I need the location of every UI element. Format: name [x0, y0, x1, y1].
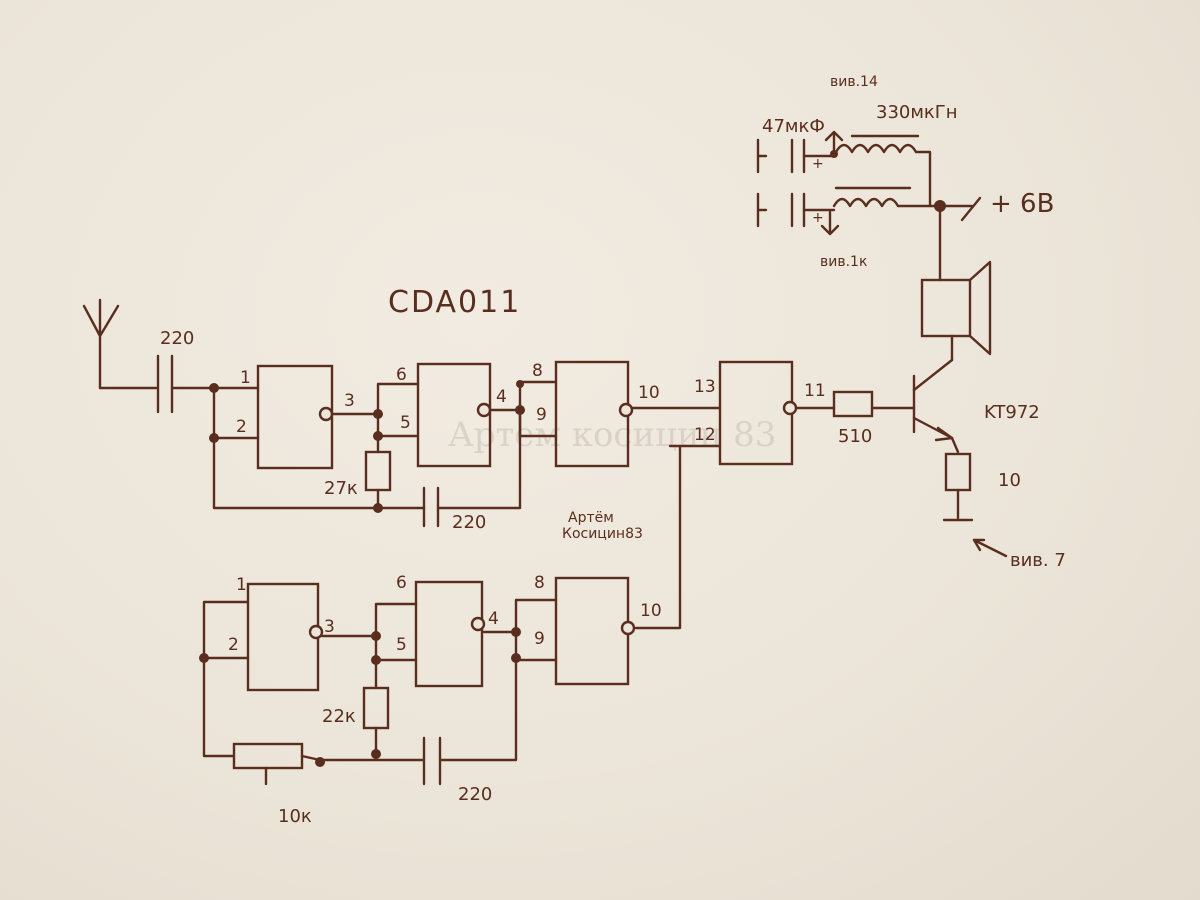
- plus-sign: +: [812, 156, 824, 172]
- input-capacitor: [156, 354, 174, 414]
- antenna-icon: [82, 298, 120, 390]
- resistor-22k-label: 22к: [322, 706, 356, 727]
- junction: [373, 409, 383, 419]
- junction: [371, 749, 381, 759]
- ground-icon: [942, 488, 974, 522]
- junction: [371, 631, 381, 641]
- resistor-emitter-label: 10: [998, 470, 1021, 491]
- speaker-icon: [920, 260, 992, 356]
- nand-gate-b2: [414, 580, 484, 688]
- wire-pot: [264, 754, 322, 786]
- junction: [516, 380, 524, 388]
- resistor-510: [832, 390, 874, 418]
- supply-label: + 6В: [990, 189, 1054, 219]
- potentiometer-10k: [232, 742, 304, 770]
- resistor-22k: [362, 686, 390, 730]
- arrow-icon: [824, 130, 844, 156]
- inverter-bubble: [476, 402, 492, 418]
- resistor-27k: [364, 450, 392, 492]
- pin-label: 9: [536, 405, 547, 425]
- pin-label: 2: [228, 635, 239, 655]
- filter-capacitor: [756, 138, 838, 228]
- pin14-note: вив.14: [830, 74, 878, 90]
- ic-title: CDA011: [388, 285, 521, 320]
- inductor-icon: [832, 134, 942, 208]
- inverter-bubble: [470, 616, 486, 632]
- resistor-27k-label: 27к: [324, 478, 358, 499]
- wire-emitter: [950, 436, 960, 454]
- wire-b2-in: [374, 602, 418, 690]
- junction: [511, 627, 521, 637]
- author-note-line1: Артём: [568, 510, 614, 526]
- pin-label: 4: [488, 609, 499, 629]
- pin-label: 5: [400, 413, 411, 433]
- resistor-emitter: [944, 452, 972, 492]
- pin1-note: вив.1к: [820, 254, 867, 270]
- wire-mixer-in2: [634, 444, 722, 630]
- junction: [371, 655, 381, 665]
- wire-b-feedback: [438, 656, 518, 762]
- pin-label: 1: [240, 368, 251, 388]
- inverter-bubble: [782, 400, 798, 416]
- filter-capacitor-label: 47мкФ: [762, 116, 825, 137]
- pin-label: 3: [324, 617, 335, 637]
- inverter-bubble: [308, 624, 324, 640]
- junction: [373, 503, 383, 513]
- feedback-capacitor-top: [422, 486, 440, 528]
- junction: [511, 653, 521, 663]
- resistor-510-label: 510: [838, 426, 872, 447]
- feedback-capacitor-bottom: [422, 736, 442, 786]
- pin7-note: вив. 7: [1010, 550, 1066, 571]
- transistor-icon: [912, 358, 954, 442]
- pin-label: 1: [236, 575, 247, 595]
- arrow-icon: [820, 210, 840, 236]
- pin-label: 8: [532, 361, 543, 381]
- wire-g2-in: [376, 382, 420, 438]
- nand-gate-b3: [554, 576, 630, 686]
- inverter-bubble: [618, 402, 634, 418]
- author-note-line2: Косицин83: [562, 526, 643, 542]
- pin-label: 10: [638, 383, 660, 403]
- inverter-bubble: [318, 406, 334, 422]
- feedback-wire-top-2: [416, 408, 522, 510]
- junction: [315, 757, 325, 767]
- input-capacitor-label: 220: [160, 328, 194, 349]
- feedback-capacitor-bottom-label: 220: [458, 784, 492, 805]
- pin-label: 4: [496, 387, 507, 407]
- feedback-wire-top: [212, 436, 420, 510]
- pin-label: 13: [694, 377, 716, 397]
- pin-label: 9: [534, 629, 545, 649]
- plus-sign: +: [812, 210, 824, 226]
- nand-gate-b1: [246, 582, 320, 692]
- pin-label: 3: [344, 391, 355, 411]
- inverter-bubble: [620, 620, 636, 636]
- pin-label: 11: [804, 381, 826, 401]
- junction: [515, 405, 525, 415]
- wire-g3-in: [518, 380, 558, 438]
- pin-label: 5: [396, 635, 407, 655]
- inductor-label: 330мкГн: [876, 102, 958, 123]
- arrow-icon: [972, 538, 1008, 558]
- pin-label: 8: [534, 573, 545, 593]
- pin-label: 12: [694, 425, 716, 445]
- feedback-capacitor-top-label: 220: [452, 512, 486, 533]
- potentiometer-label: 10к: [278, 806, 312, 827]
- pin-label: 6: [396, 573, 407, 593]
- transistor-label: KT972: [984, 402, 1040, 423]
- nand-gate-2: [416, 362, 492, 468]
- wire-g1-out: [330, 412, 380, 438]
- switch-icon: [960, 196, 982, 222]
- wire-pot-left: [202, 656, 236, 758]
- watermark: Артем косицин 83: [448, 415, 776, 455]
- wire-b1-in: [202, 600, 250, 660]
- pin-label: 2: [236, 417, 247, 437]
- pin-label: 10: [640, 601, 662, 621]
- pin-label: 6: [396, 365, 407, 385]
